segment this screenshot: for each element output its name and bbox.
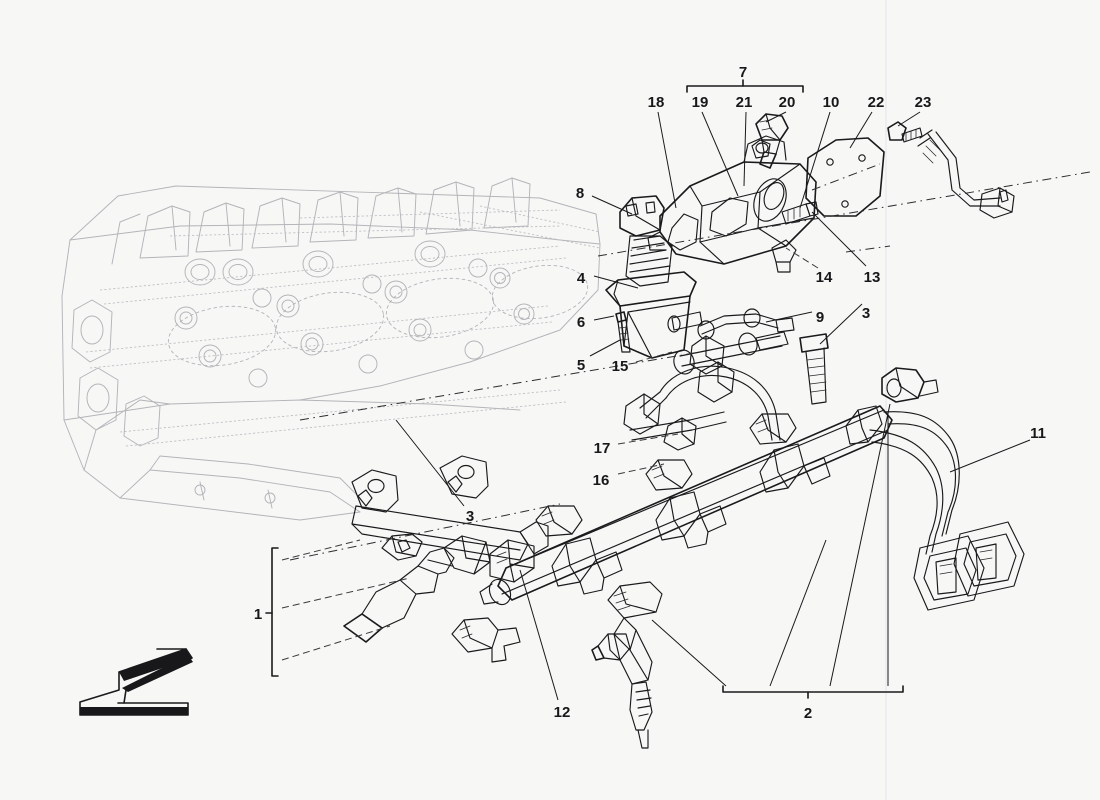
center-line-upper — [597, 171, 1091, 257]
leader-5 — [589, 339, 621, 357]
leader-19 — [701, 111, 739, 197]
leader-group1-a — [281, 539, 361, 561]
leader-8 — [591, 195, 633, 215]
center-line-lower — [289, 503, 561, 561]
callout-label-16: 16 — [593, 472, 610, 489]
callout-label-20: 20 — [779, 94, 796, 111]
callout-label-23: 23 — [915, 94, 932, 111]
leader-3-left — [395, 419, 465, 507]
leader-13 — [811, 211, 867, 267]
fuel-pressure-regulator-4 — [605, 195, 703, 359]
transfer-pipe-crossover — [623, 361, 781, 451]
injector-center-bottom — [591, 581, 663, 749]
callout-label-2: 2 — [804, 705, 812, 722]
leader-10 — [799, 111, 831, 209]
pump-valve-20 — [755, 113, 789, 169]
leader-group2-c — [829, 403, 891, 687]
leader-9 — [765, 311, 813, 323]
callout-label-7: 7 — [739, 64, 747, 81]
callout-label-17: 17 — [594, 440, 611, 457]
leader-6 — [593, 315, 615, 321]
heat-shield-plate-22 — [805, 137, 885, 217]
leader-17 — [617, 433, 679, 445]
leader-21 — [743, 111, 747, 187]
callout-label-15: 15 — [612, 358, 629, 375]
callout-label-13: 13 — [864, 269, 881, 286]
callout-label-3-right: 3 — [862, 305, 870, 322]
stud-bolt-10 — [781, 201, 819, 225]
callout-labels: 1 2 3 3 4 5 6 7 8 9 10 11 12 13 14 15 16… — [254, 64, 1046, 722]
callout-label-22: 22 — [868, 94, 885, 111]
callout-label-21: 21 — [736, 94, 753, 111]
callout-label-9: 9 — [816, 309, 824, 326]
callout-label-11: 11 — [1030, 425, 1046, 442]
leader-18 — [657, 111, 677, 209]
callout-label-5: 5 — [577, 357, 585, 374]
callout-label-4: 4 — [577, 270, 586, 287]
bracket-group-7 — [686, 79, 804, 93]
cylinder-head-ghost — [61, 177, 601, 521]
pressure-sensor — [881, 367, 939, 403]
leader-11 — [949, 439, 1031, 473]
callout-label-12: 12 — [554, 704, 571, 721]
callout-label-6: 6 — [577, 314, 585, 331]
leader-12 — [519, 569, 559, 701]
long-bolt-3 — [799, 333, 829, 405]
injector-left — [343, 533, 535, 643]
leader-4 — [593, 275, 639, 289]
bracket-group-1 — [265, 547, 279, 677]
callout-label-19: 19 — [692, 94, 709, 111]
orientation-arrow — [79, 648, 193, 716]
callout-label-8: 8 — [576, 185, 584, 202]
callout-label-14: 14 — [816, 269, 833, 286]
callout-label-10: 10 — [823, 94, 840, 111]
connector-12 — [451, 617, 521, 663]
callout-label-18: 18 — [648, 94, 665, 111]
rail-connector-b — [645, 459, 693, 491]
leader-20 — [765, 111, 787, 123]
callout-label-1: 1 — [254, 606, 262, 623]
leader-group1-c — [281, 625, 391, 661]
leader-23 — [897, 111, 921, 127]
callout-label-3-left: 3 — [466, 508, 474, 525]
leader-22 — [849, 111, 873, 149]
leader-group2-a — [651, 619, 727, 687]
bolt-6 — [615, 311, 631, 353]
leader-14 — [785, 247, 819, 269]
center-line-mid — [299, 351, 701, 421]
bracket-group-2 — [722, 685, 904, 699]
high-pressure-pump-body — [647, 135, 817, 273]
leader-15 — [635, 351, 673, 363]
center-lines — [289, 171, 1091, 561]
fuel-rail-lower-left — [351, 455, 549, 561]
leader-group2-b — [769, 539, 827, 687]
fuel-rail-main — [479, 405, 893, 606]
leader-3-right — [819, 303, 863, 345]
leader-16 — [617, 463, 665, 475]
fuel-pipes-right-with-connectors — [869, 411, 1025, 611]
leader-lines — [281, 111, 1031, 701]
upper-right-pipe — [917, 129, 1015, 219]
